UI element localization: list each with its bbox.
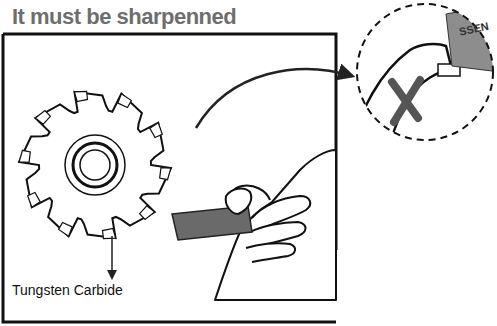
frame <box>3 34 336 322</box>
carbide-tip <box>28 192 40 207</box>
hub-ring <box>65 135 125 195</box>
carbide-tip <box>140 206 155 220</box>
carbide-tip <box>59 222 73 236</box>
carbide-tip <box>150 123 162 138</box>
leader-arrow <box>111 236 113 278</box>
thumb <box>226 189 252 214</box>
hub-ring <box>73 143 117 187</box>
zoom-circle <box>357 4 493 140</box>
carbide-tip <box>103 229 116 239</box>
pointer-arrow <box>196 69 352 128</box>
blade-outline <box>19 92 171 238</box>
zoom-detail <box>350 4 497 150</box>
saw-blade <box>19 91 171 238</box>
title: It must be sharpenned <box>12 4 236 30</box>
carbide-tip <box>19 150 30 162</box>
carbide-tip <box>118 94 132 108</box>
carbide-tip <box>74 91 87 101</box>
hub-ring <box>80 150 110 180</box>
carbide-tip <box>35 110 50 124</box>
carbide-tip <box>160 168 171 180</box>
part-label: Tungsten Carbide <box>12 282 123 298</box>
